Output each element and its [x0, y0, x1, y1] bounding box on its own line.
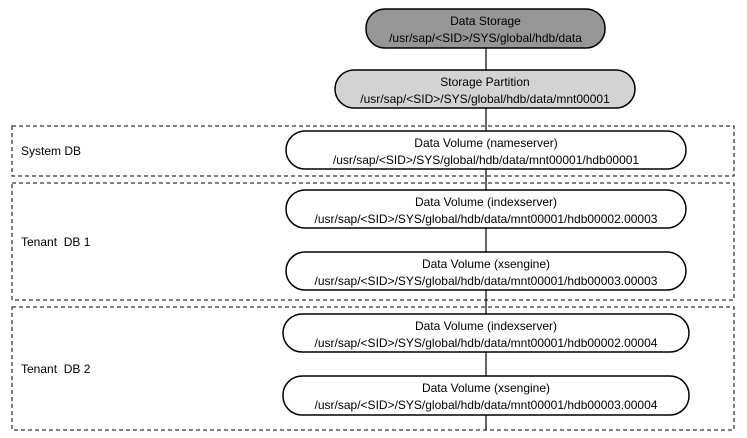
group-tenant-db-2: Tenant DB 2 — [11, 306, 735, 431]
node-storage-partition-title: Storage Partition — [440, 75, 529, 89]
group-tenant-db-2-frame — [11, 306, 735, 431]
node-tenant2-indexserver: Data Volume (indexserver) /usr/sap/<SID>… — [282, 313, 690, 353]
node-system-nameserver-title: Data Volume (nameserver) — [414, 136, 557, 150]
group-system-db-frame — [11, 125, 735, 177]
group-system-db: System DB — [11, 125, 735, 177]
group-tenant-db-1: Tenant DB 1 — [11, 182, 735, 301]
group-tenant-db-1-frame — [11, 182, 735, 301]
node-system-nameserver-box — [285, 130, 687, 170]
node-tenant2-indexserver-title: Data Volume (indexserver) — [415, 319, 557, 333]
node-storage-partition-box — [334, 69, 636, 109]
node-tenant2-indexserver-path: /usr/sap/<SID>/SYS/global/hdb/data/mnt00… — [315, 336, 658, 350]
node-system-nameserver: Data Volume (nameserver) /usr/sap/<SID>/… — [285, 130, 687, 170]
node-storage-partition-path: /usr/sap/<SID>/SYS/global/hdb/data/mnt00… — [360, 92, 610, 106]
node-system-nameserver-path: /usr/sap/<SID>/SYS/global/hdb/data/mnt00… — [333, 153, 640, 167]
node-data-storage-box — [365, 8, 606, 49]
node-tenant1-indexserver: Data Volume (indexserver) /usr/sap/<SID>… — [285, 189, 687, 229]
node-tenant1-xsengine-title: Data Volume (xsengine) — [422, 257, 550, 271]
node-tenant1-xsengine-box — [285, 251, 687, 291]
node-data-storage: Data Storage /usr/sap/<SID>/SYS/global/h… — [365, 8, 606, 49]
node-tenant2-xsengine-box — [282, 375, 690, 416]
node-tenant1-xsengine-path: /usr/sap/<SID>/SYS/global/hdb/data/mnt00… — [315, 274, 658, 288]
node-tenant1-indexserver-path: /usr/sap/<SID>/SYS/global/hdb/data/mnt00… — [315, 212, 658, 226]
node-tenant2-indexserver-box — [282, 313, 690, 353]
node-tenant1-indexserver-title: Data Volume (indexserver) — [415, 195, 557, 209]
node-tenant1-indexserver-box — [285, 189, 687, 229]
node-data-storage-title: Data Storage — [450, 14, 521, 28]
node-data-storage-path: /usr/sap/<SID>/SYS/global/hdb/data — [389, 31, 582, 45]
group-tenant-db-1-label: Tenant DB 1 — [21, 235, 91, 249]
node-tenant1-xsengine: Data Volume (xsengine) /usr/sap/<SID>/SY… — [285, 251, 687, 291]
node-tenant2-xsengine-path: /usr/sap/<SID>/SYS/global/hdb/data/mnt00… — [315, 398, 658, 412]
node-storage-partition: Storage Partition /usr/sap/<SID>/SYS/glo… — [334, 69, 636, 109]
group-system-db-label: System DB — [21, 144, 81, 158]
group-tenant-db-2-label: Tenant DB 2 — [21, 362, 91, 376]
node-tenant2-xsengine: Data Volume (xsengine) /usr/sap/<SID>/SY… — [282, 375, 690, 416]
node-tenant2-xsengine-title: Data Volume (xsengine) — [422, 381, 550, 395]
